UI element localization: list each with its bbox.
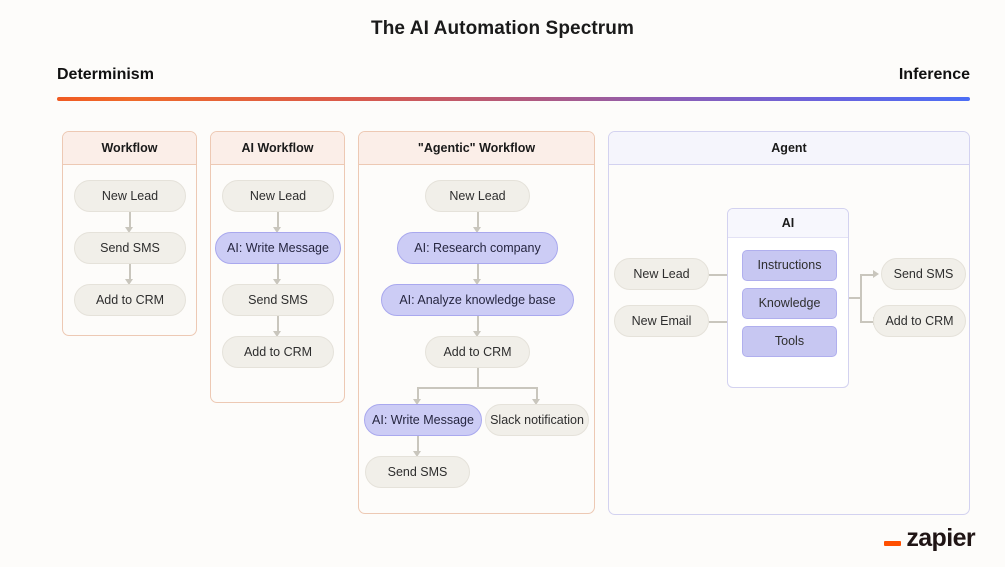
zapier-underscore-icon [884,541,902,546]
node-tools[interactable]: Tools [742,326,837,357]
node-action-add-to-crm[interactable]: Add to CRM [873,305,966,337]
connector-line [477,368,479,387]
spectrum-label-inference: Inference [898,66,970,83]
connector-arrow [413,399,421,405]
node-add-to-crm[interactable]: Add to CRM [74,284,186,316]
node-ai-research-company[interactable]: AI: Research company [397,232,558,264]
connector-line [709,321,728,323]
node-add-to-crm[interactable]: Add to CRM [425,336,530,368]
node-new-lead[interactable]: New Lead [74,180,186,212]
panel-ai-workflow-body: New Lead AI: Write Message Send SMS Add … [211,165,344,402]
connector-line [536,387,538,402]
node-trigger-new-lead[interactable]: New Lead [614,258,709,290]
panel-workflow: Workflow New Lead Send SMS Add to CRM [62,131,197,336]
panel-workflow-body: New Lead Send SMS Add to CRM [63,165,196,335]
page-title: The AI Automation Spectrum [371,18,634,39]
connector-arrow [532,399,540,405]
node-action-send-sms[interactable]: Send SMS [881,258,966,290]
connector-line [277,264,279,282]
panel-ai-workflow: AI Workflow New Lead AI: Write Message S… [210,131,345,403]
connector-arrow [273,227,281,233]
panel-ai-workflow-header: AI Workflow [211,132,344,165]
connector-line [860,274,862,322]
connector-line [709,274,728,276]
connector-line [477,212,479,230]
node-trigger-new-email[interactable]: New Email [614,305,709,337]
panel-agentic-workflow: "Agentic" Workflow New Lead AI: Research… [358,131,595,514]
node-send-sms[interactable]: Send SMS [222,284,334,316]
panel-agent: Agent New Lead New Email AI Instructions… [608,131,970,515]
node-new-lead[interactable]: New Lead [222,180,334,212]
panel-agentic-workflow-body: New Lead AI: Research company AI: Analyz… [359,165,594,513]
connector-arrow [273,331,281,337]
zapier-logo: zapier [884,524,976,552]
connector-line [277,212,279,230]
node-knowledge[interactable]: Knowledge [742,288,837,319]
connector-arrow [473,279,481,285]
node-new-lead[interactable]: New Lead [425,180,530,212]
connector-line [860,274,874,276]
connector-arrow [473,331,481,337]
panel-workflow-header: Workflow [63,132,196,165]
panel-agentic-workflow-header: "Agentic" Workflow [359,132,594,165]
ai-container-box: AI Instructions Knowledge Tools [727,208,849,388]
connector-line [849,297,861,299]
connector-line [477,316,479,334]
connector-line [477,264,479,282]
panel-agent-header: Agent [609,132,969,165]
connector-line [860,321,874,323]
connector-arrow [125,279,133,285]
node-ai-analyze-knowledge-base[interactable]: AI: Analyze knowledge base [381,284,574,316]
connector-line [417,387,537,389]
node-instructions[interactable]: Instructions [742,250,837,281]
connector-line [129,264,131,282]
node-send-sms[interactable]: Send SMS [74,232,186,264]
connector-arrow [473,227,481,233]
connector-arrow [125,227,133,233]
connector-line [417,436,419,454]
node-slack-notification[interactable]: Slack notification [485,404,589,436]
spectrum-gradient-bar [57,97,970,101]
connector-arrow [413,451,421,457]
connector-line [129,212,131,230]
ai-box-header: AI [728,209,848,238]
spectrum-label-determinism: Determinism [57,66,154,83]
node-ai-write-message[interactable]: AI: Write Message [215,232,341,264]
connector-line [417,387,419,402]
connector-line [277,316,279,334]
node-add-to-crm[interactable]: Add to CRM [222,336,334,368]
connector-arrow [273,279,281,285]
ai-box-body: Instructions Knowledge Tools [728,238,848,387]
connector-arrow [873,270,879,278]
node-send-sms[interactable]: Send SMS [365,456,470,488]
panel-agent-body: New Lead New Email AI Instructions Knowl… [609,165,969,514]
zapier-wordmark: zapier [906,524,975,552]
node-ai-write-message[interactable]: AI: Write Message [364,404,482,436]
